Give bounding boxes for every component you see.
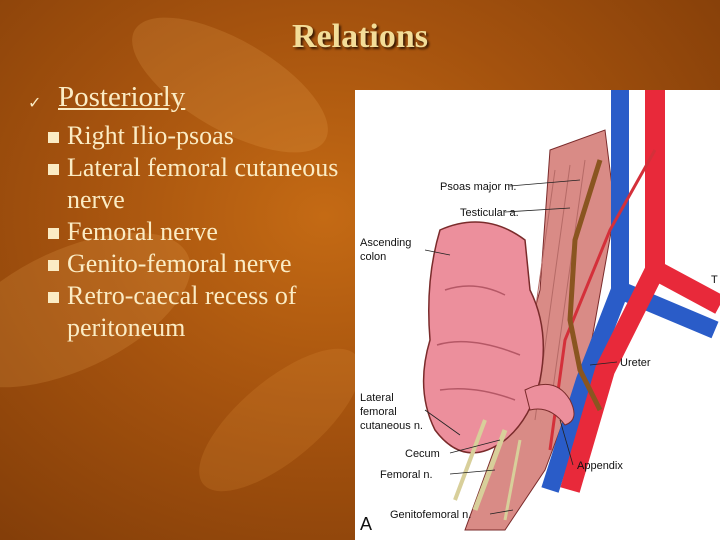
square-bullet-icon — [48, 132, 59, 143]
label-ascending-2: colon — [360, 251, 386, 263]
label-femoral: Femoral n. — [380, 469, 433, 481]
bullet-list: ✓ Posteriorly Right Ilio-psoas Lateral f… — [28, 80, 348, 344]
label-lateral-2: femoral — [360, 406, 397, 418]
heading-text: Posteriorly — [58, 81, 186, 113]
square-bullet-icon — [48, 260, 59, 271]
label-appendix: Appendix — [577, 460, 623, 472]
list-item-text: Genito-femoral nerve — [67, 249, 292, 278]
label-psoas: Psoas major m. — [440, 181, 516, 193]
label-ureter: Ureter — [620, 357, 651, 369]
square-bullet-icon — [48, 164, 59, 175]
label-ascending-1: Ascending — [360, 237, 411, 249]
colon-haustra — [436, 285, 521, 401]
list-item-text: Femoral nerve — [67, 217, 218, 246]
appendix — [524, 383, 575, 426]
label-genitofemoral: Genitofemoral n. — [390, 509, 471, 521]
list-item-text: Right Ilio-psoas — [67, 121, 234, 150]
label-testicular: Testicular a. — [460, 207, 519, 219]
label-panel: A — [360, 514, 372, 534]
label-lateral-1: Lateral — [360, 392, 394, 404]
label-cecum: Cecum — [405, 448, 440, 460]
label-lateral-3: cutaneous n. — [360, 420, 423, 432]
label-cut: T — [711, 274, 718, 286]
anatomy-figure: Psoas major m. Testicular a. Ascending c… — [355, 90, 720, 540]
lateral-femoral-cutaneous-nerve — [453, 419, 487, 501]
square-bullet-icon — [48, 228, 59, 239]
list-item: Lateral femoral cutaneous nerve — [48, 152, 348, 216]
background-leaf — [177, 325, 383, 515]
list-item-text: Retro-caecal recess of peritoneum — [67, 281, 297, 342]
sub-bullet-list: Right Ilio-psoas Lateral femoral cutaneo… — [28, 120, 348, 344]
genitofemoral-nerve — [503, 439, 522, 521]
leader-lines — [424, 179, 618, 515]
list-item-text: Lateral femoral cutaneous nerve — [67, 153, 339, 214]
ascending-colon — [422, 221, 545, 454]
anatomy-illustration: Psoas major m. Testicular a. Ascending c… — [360, 90, 720, 534]
list-item: Femoral nerve — [48, 216, 348, 248]
square-bullet-icon — [48, 292, 59, 303]
list-item: Genito-femoral nerve — [48, 248, 348, 280]
slide-title: Relations — [292, 18, 428, 55]
ureter — [567, 159, 603, 412]
list-item: Right Ilio-psoas — [48, 120, 348, 152]
checkmark-icon: ✓ — [28, 93, 42, 112]
femoral-nerve — [472, 429, 508, 511]
list-item: Retro-caecal recess of peritoneum — [48, 280, 348, 344]
bullet-heading: ✓ Posteriorly — [28, 80, 348, 120]
